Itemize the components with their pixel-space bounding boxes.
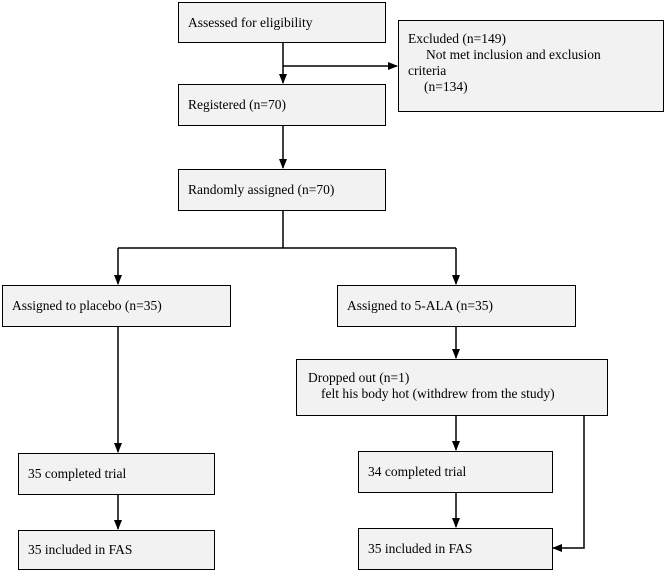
ala-completed-label: 34 completed trial bbox=[368, 464, 467, 479]
box-ala-fas: 35 included in FAS bbox=[358, 528, 553, 570]
dropped-count: Dropped out (n=1) bbox=[308, 370, 410, 385]
assessed-label: Assessed for eligibility bbox=[188, 14, 313, 30]
placebo-label: Assigned to placebo (n=35) bbox=[12, 298, 162, 313]
excluded-reason: Not met inclusion and exclusion bbox=[426, 47, 601, 62]
randomized-label: Randomly assigned (n=70) bbox=[188, 182, 335, 197]
box-ala-completed: 34 completed trial bbox=[358, 451, 553, 493]
box-placebo-fas: 35 included in FAS bbox=[18, 530, 215, 570]
excluded-reason-cont: criteria bbox=[408, 63, 447, 78]
box-randomized: Randomly assigned (n=70) bbox=[178, 169, 386, 211]
registered-label: Registered (n=70) bbox=[188, 97, 286, 112]
box-placebo: Assigned to placebo (n=35) bbox=[2, 285, 231, 327]
box-assessed: Assessed for eligibility bbox=[178, 2, 386, 43]
box-placebo-completed: 35 completed trial bbox=[18, 453, 215, 495]
ala-label: Assigned to 5-ALA (n=35) bbox=[347, 298, 493, 313]
box-registered: Registered (n=70) bbox=[178, 84, 386, 126]
box-excluded: Excluded (n=149) Not met inclusion and e… bbox=[398, 20, 664, 112]
box-ala: Assigned to 5-ALA (n=35) bbox=[337, 285, 576, 327]
placebo-completed-label: 35 completed trial bbox=[28, 466, 127, 481]
arrow-dropped-to-fas bbox=[552, 416, 585, 552]
dropped-reason: felt his body hot (withdrew from the stu… bbox=[321, 386, 555, 401]
ala-fas-label: 35 included in FAS bbox=[368, 541, 473, 556]
excluded-reason-count: (n=134) bbox=[424, 79, 468, 94]
placebo-fas-label: 35 included in FAS bbox=[28, 542, 133, 557]
excluded-count: Excluded (n=149) bbox=[408, 31, 506, 46]
box-dropped: Dropped out (n=1) felt his body hot (wit… bbox=[296, 359, 608, 416]
